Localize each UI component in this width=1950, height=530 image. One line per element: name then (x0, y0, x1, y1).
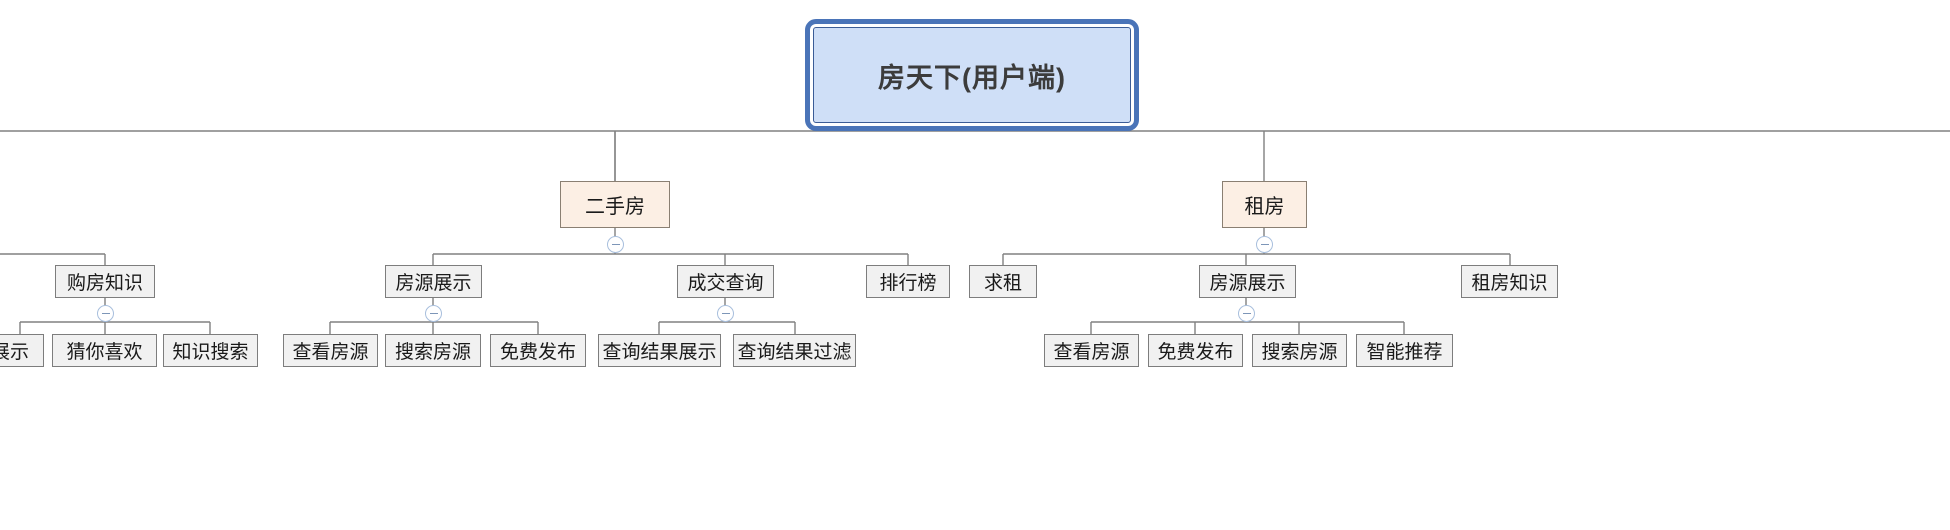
leaf-node-chakanfangyuan-1[interactable]: 查看房源 (283, 334, 378, 367)
collapse-toggle-zufang[interactable] (1256, 236, 1273, 253)
collapse-toggle-fangyuan-zhanshi-2[interactable] (1238, 305, 1255, 322)
leaf-node-chakanfangyuan-2[interactable]: 查看房源 (1044, 334, 1139, 367)
leaf-node-mianfeifabu-2[interactable]: 免费发布 (1148, 334, 1243, 367)
group-node-qiuzu[interactable]: 求租 (969, 265, 1037, 298)
collapse-toggle-fangyuan-zhanshi-1[interactable] (425, 305, 442, 322)
minus-icon (611, 243, 620, 246)
group-node-gofangzhishi[interactable]: 购房知识 (55, 265, 155, 298)
root-node[interactable]: 房天下(用户端) (805, 19, 1139, 131)
leaf-node-zhanshi[interactable]: 展示 (0, 334, 44, 367)
leaf-node-sousuofangyuan-1[interactable]: 搜索房源 (385, 334, 481, 367)
collapse-toggle-chengjiao-chaxun[interactable] (717, 305, 734, 322)
category-node-ershoufang[interactable]: 二手房 (560, 181, 670, 228)
group-node-paihangbang[interactable]: 排行榜 (866, 265, 950, 298)
collapse-toggle-ershoufang[interactable] (607, 236, 624, 253)
leaf-node-zhinengtuijian[interactable]: 智能推荐 (1356, 334, 1453, 367)
collapse-toggle-gofangzhishi[interactable] (97, 305, 114, 322)
group-node-fangyuan-zhanshi-2[interactable]: 房源展示 (1199, 265, 1296, 298)
leaf-node-sousuofangyuan-2[interactable]: 搜索房源 (1252, 334, 1347, 367)
minus-icon (721, 312, 730, 315)
group-node-fangyuan-zhanshi-1[interactable]: 房源展示 (385, 265, 482, 298)
group-node-chengjiao-chaxun[interactable]: 成交查询 (677, 265, 774, 298)
leaf-node-chaxunjieguozhanshi[interactable]: 查询结果展示 (598, 334, 721, 367)
leaf-node-chaxunjieguoguolv[interactable]: 查询结果过滤 (733, 334, 856, 367)
minus-icon (101, 312, 110, 315)
minus-icon (1260, 243, 1269, 246)
minus-icon (429, 312, 438, 315)
leaf-node-cainixihuan[interactable]: 猜你喜欢 (52, 334, 157, 367)
leaf-node-mianfeifabu-1[interactable]: 免费发布 (490, 334, 586, 367)
group-node-zufang-zhishi[interactable]: 租房知识 (1461, 265, 1558, 298)
minus-icon (1242, 312, 1251, 315)
leaf-node-zhishisousuo[interactable]: 知识搜索 (163, 334, 258, 367)
category-node-zufang[interactable]: 租房 (1222, 181, 1307, 228)
